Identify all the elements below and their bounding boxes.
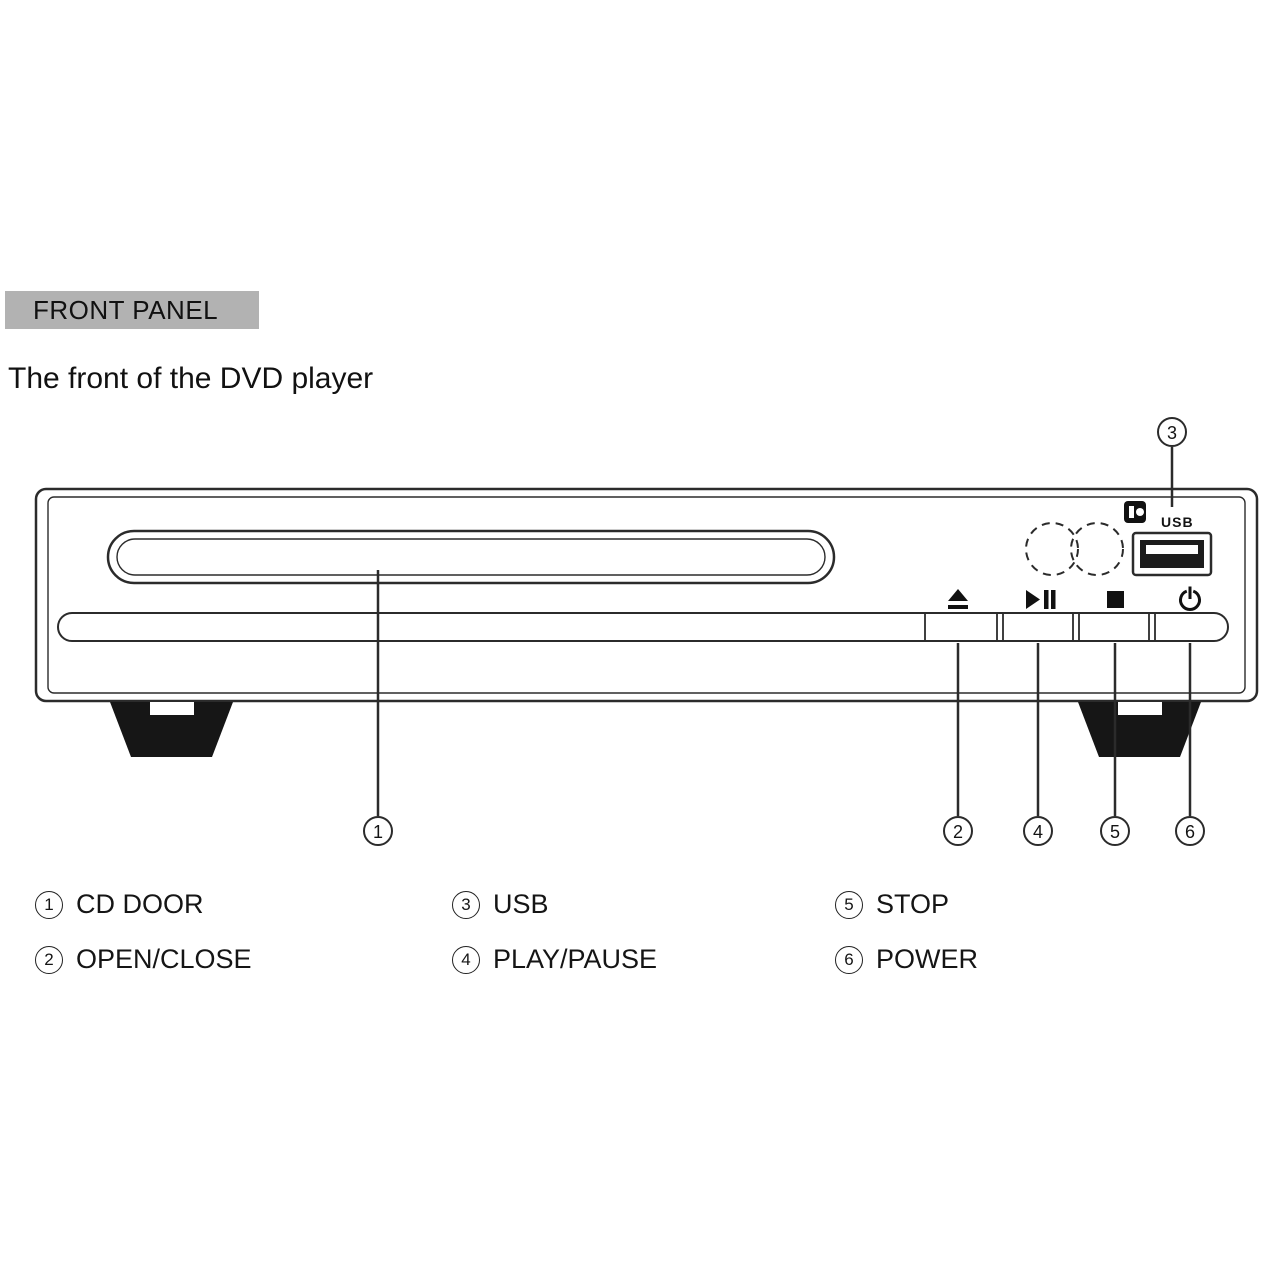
page-subtitle: The front of the DVD player [8,362,374,395]
callout-numbers: 1 2 3 4 5 6 [373,423,1195,842]
usb-port-detail [1140,540,1204,568]
disc-tray-slot [106,529,836,585]
legend-item-cd-door: 1 CD DOOR [35,889,204,920]
callout-number-4: 4 [1033,822,1043,842]
front-strip [57,612,1229,642]
callout-number-3: 3 [1167,423,1177,443]
legend-item-stop: 5 STOP [835,889,949,920]
remote-sensor-icon [1124,501,1146,523]
callout-badge-4 [1023,816,1053,846]
legend-num-6: 6 [835,945,863,974]
legend-num-1: 1 [35,890,63,919]
usb-port [1131,531,1213,577]
legend-label-4: PLAY/PAUSE [493,944,658,974]
left-foot [110,702,233,757]
disc-tray-slot-inner [116,538,826,576]
stop-icon [1107,591,1124,608]
callout-number-1: 1 [373,822,383,842]
legend-label-2: OPEN/CLOSE [76,944,252,974]
legend-label-6: POWER [876,944,979,974]
right-foot [1078,702,1201,757]
legend-num-5: 5 [835,890,863,919]
legend-item-usb: 3 USB [452,889,549,920]
player-body [34,487,1259,703]
callout-badge-1 [363,816,393,846]
legend-item-open-close: 2 OPEN/CLOSE [35,944,252,975]
legend-label-3: USB [493,889,549,919]
ir-sensor-circle [1070,522,1124,576]
callout-number-5: 5 [1110,822,1120,842]
button-dividers [924,613,1156,641]
section-title: FRONT PANEL [33,294,219,325]
callout-number-2: 2 [953,822,963,842]
callout-badge-3 [1157,417,1187,447]
section-header: FRONT PANEL [5,291,259,329]
player-feet [110,702,1201,757]
eject-icon [948,589,968,609]
callout-badge-5 [1100,816,1130,846]
ir-sensor-circle [1025,522,1079,576]
callout-badge-6 [1175,816,1205,846]
usb-port-label: USB [1161,514,1194,530]
play-pause-icon [1026,590,1056,609]
legend-num-4: 4 [452,945,480,974]
legend-label-5: STOP [876,889,950,919]
control-buttons [948,586,1201,611]
power-icon [1179,586,1201,611]
legend-item-play-pause: 4 PLAY/PAUSE [452,944,657,975]
callout-badges [363,417,1205,846]
legend-label-1: CD DOOR [76,889,204,919]
legend-num-2: 2 [35,945,63,974]
callout-lines [376,447,1192,816]
player-body-bevel [47,496,1246,694]
callout-badge-2 [943,816,973,846]
callout-number-6: 6 [1185,822,1195,842]
legend-item-power: 6 POWER [835,944,978,975]
legend-num-3: 3 [452,890,480,919]
